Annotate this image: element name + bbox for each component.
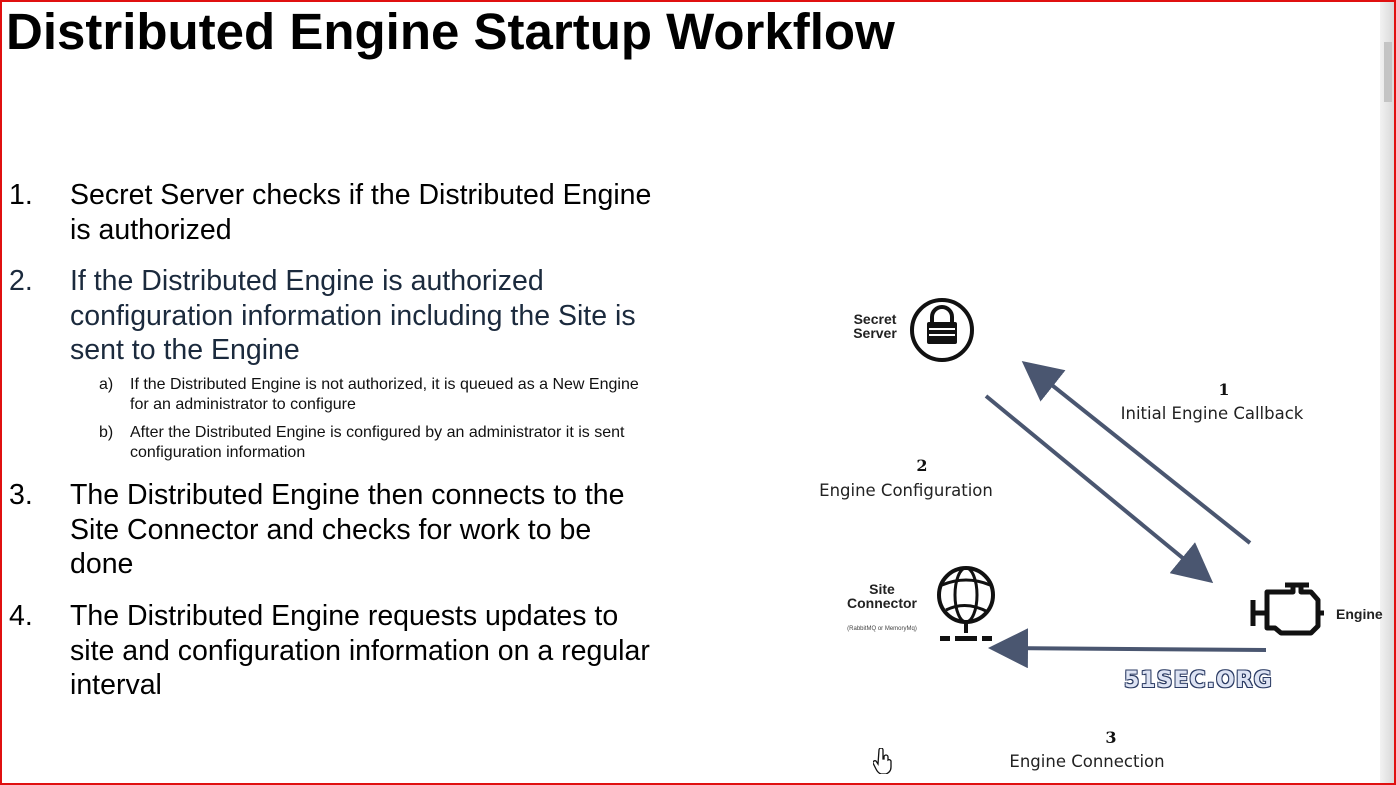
- flow-number-3: 3: [1105, 728, 1117, 747]
- scrollbar[interactable]: [1380, 2, 1394, 783]
- slide-title: Distributed Engine Startup Workflow: [6, 3, 895, 60]
- substep-letter: a): [99, 376, 114, 393]
- step-number: 2.: [9, 265, 33, 297]
- step-text: If the Distributed Engine is authorized …: [70, 265, 636, 366]
- secret-server-label-line1: Secret: [853, 311, 897, 327]
- step-number: 4.: [9, 600, 33, 632]
- step-number: 1.: [9, 179, 33, 211]
- flow-number-2: 2: [916, 456, 928, 475]
- step-item: 3. The Distributed Engine then connects …: [9, 478, 659, 582]
- secret-server-label: Secret Server: [846, 312, 904, 340]
- flow-arrow-3: [988, 628, 1267, 669]
- watermark: 51SEC.ORG: [1124, 668, 1273, 693]
- step-item: 4. The Distributed Engine requests updat…: [9, 599, 659, 703]
- step-text: The Distributed Engine requests updates …: [70, 600, 650, 701]
- flow-number-1: 1: [1218, 380, 1230, 399]
- step-item: 1. Secret Server checks if the Distribut…: [9, 178, 659, 247]
- flow-label-3: Engine Connection: [1009, 752, 1165, 771]
- flow-label-2: Engine Configuration: [819, 481, 993, 500]
- flow-arrow-1: [1021, 361, 1252, 545]
- engine-icon: [1250, 582, 1324, 636]
- site-connector-sublabel: (RabbitMQ or MemoryMq): [847, 626, 917, 632]
- network-globe-icon: [937, 566, 995, 641]
- substep-text: After the Distributed Engine is configur…: [130, 424, 625, 461]
- flow-label-1: Initial Engine Callback: [1120, 404, 1304, 423]
- substep-letter: b): [99, 424, 114, 441]
- step-text: Secret Server checks if the Distributed …: [70, 179, 652, 246]
- engine-label: Engine: [1336, 606, 1383, 622]
- scrollbar-thumb[interactable]: [1384, 42, 1392, 102]
- substep-item: a) If the Distributed Engine is not auth…: [99, 375, 639, 414]
- site-connector-label: Site Connector: [838, 582, 926, 610]
- substep-item: b) After the Distributed Engine is confi…: [99, 423, 639, 462]
- site-connector-label-line1: Site: [869, 581, 895, 597]
- step-text: The Distributed Engine then connects to …: [70, 479, 625, 580]
- step-number: 3.: [9, 479, 33, 511]
- secret-server-label-line2: Server: [853, 325, 897, 341]
- substep-text: If the Distributed Engine is not authori…: [130, 376, 639, 413]
- flow-arrow-2: [984, 394, 1214, 584]
- step-item: 2. If the Distributed Engine is authoriz…: [9, 264, 659, 368]
- site-connector-label-line2: Connector: [847, 595, 917, 611]
- hand-cursor-icon: [873, 748, 892, 774]
- lock-icon: [910, 298, 974, 362]
